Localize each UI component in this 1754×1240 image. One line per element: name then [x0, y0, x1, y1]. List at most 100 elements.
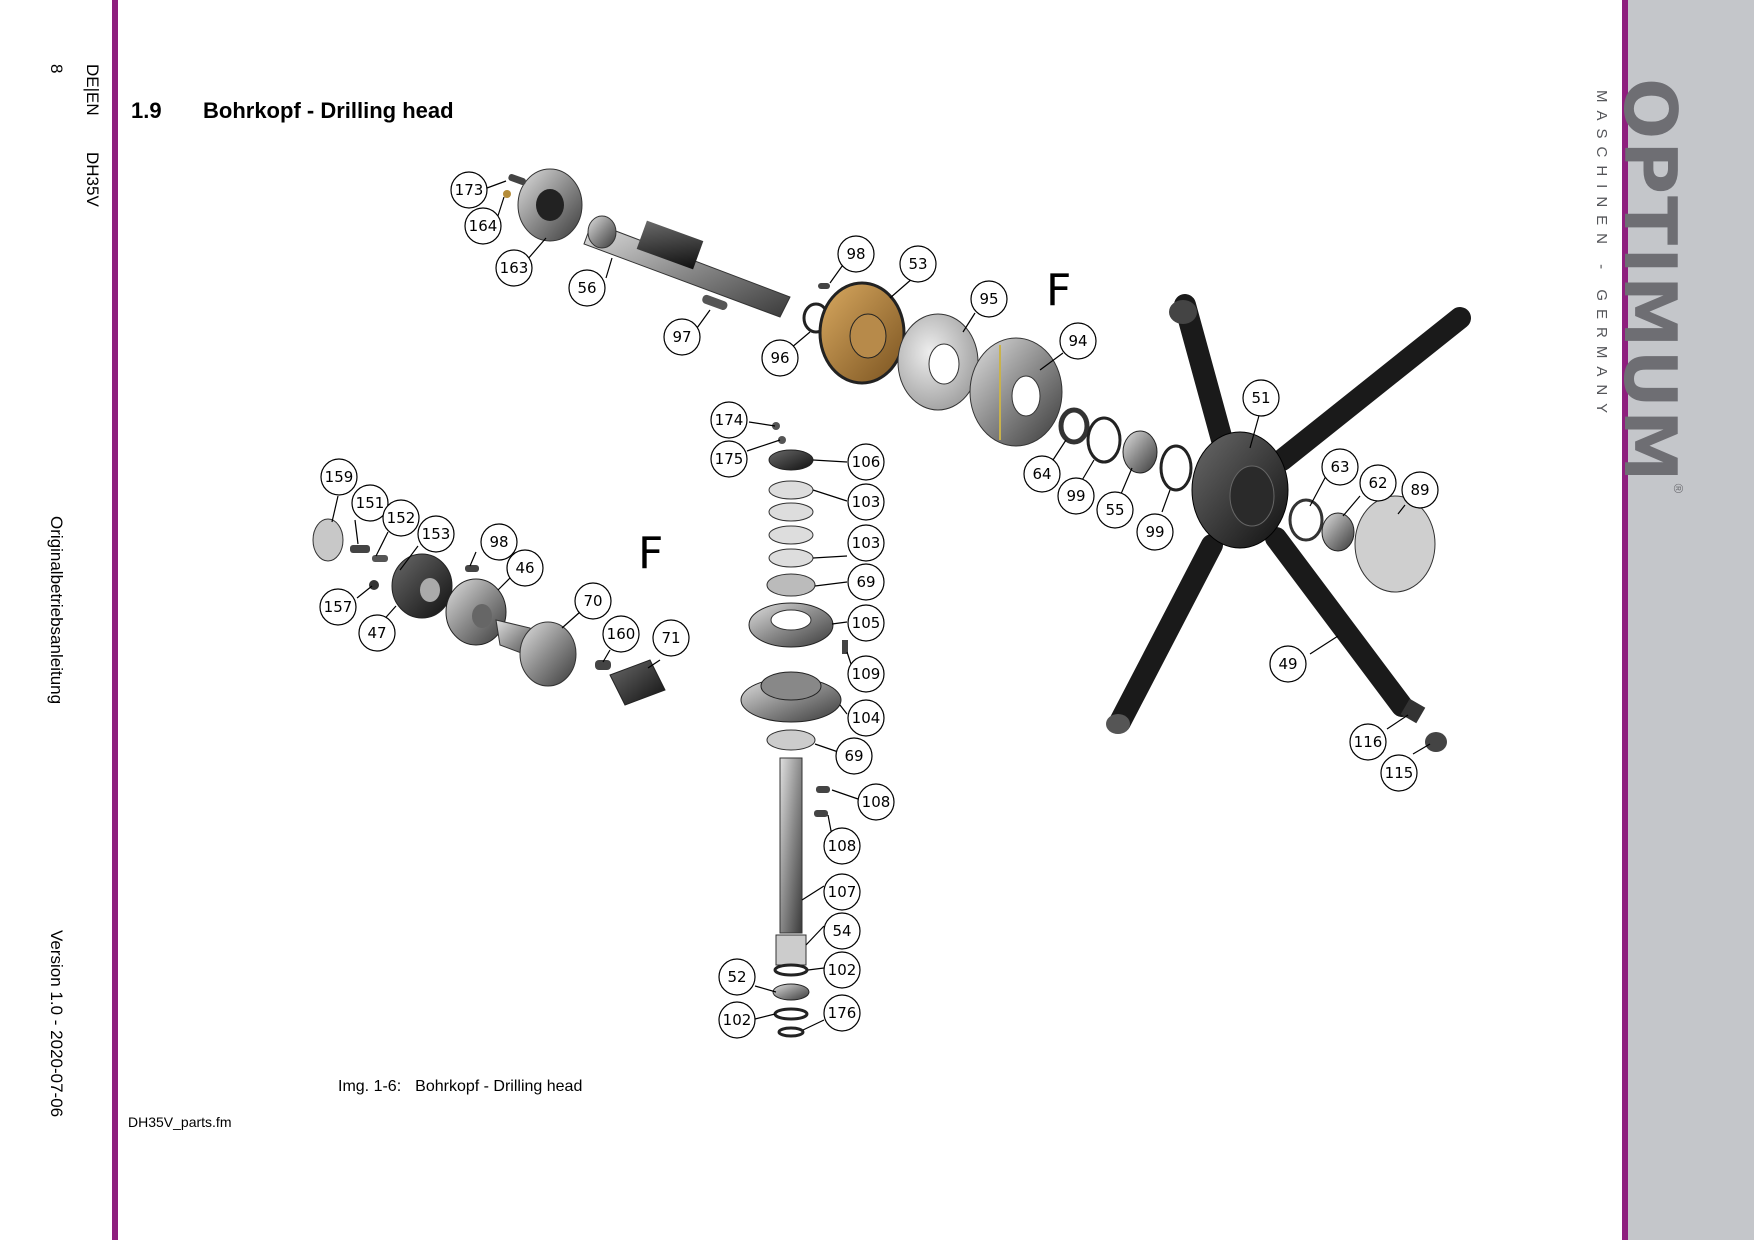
svg-text:52: 52 [727, 968, 746, 986]
callout-152: 152 [382, 499, 420, 537]
svg-text:102: 102 [723, 1011, 752, 1029]
svg-text:104: 104 [852, 709, 881, 727]
callout-51: 51 [1242, 379, 1280, 417]
svg-text:47: 47 [367, 624, 386, 642]
svg-text:55: 55 [1105, 501, 1124, 519]
svg-text:107: 107 [828, 883, 857, 901]
view-letter-f-sub: F [638, 528, 663, 579]
callout-157: 157 [319, 588, 357, 626]
svg-text:96: 96 [770, 349, 789, 367]
callout-52: 52 [718, 958, 756, 996]
callout-95: 95 [970, 280, 1008, 318]
svg-text:95: 95 [979, 290, 998, 308]
svg-text:97: 97 [672, 328, 691, 346]
callout-109: 109 [847, 655, 885, 693]
right-accent-bar [1622, 0, 1628, 1240]
brand-strip [1628, 0, 1754, 1240]
svg-text:108: 108 [862, 793, 891, 811]
pinion-stack [740, 422, 848, 1038]
figure-caption-text: Bohrkopf - Drilling head [415, 1078, 583, 1095]
svg-text:71: 71 [661, 629, 680, 647]
callout-153: 153 [417, 515, 455, 553]
callout-99-a: 99 [1057, 477, 1095, 515]
svg-text:163: 163 [500, 259, 529, 277]
svg-text:94: 94 [1068, 332, 1087, 350]
svg-text:98: 98 [489, 533, 508, 551]
svg-text:49: 49 [1278, 655, 1297, 673]
svg-text:175: 175 [715, 450, 744, 468]
callout-56: 56 [568, 269, 606, 307]
svg-text:108: 108 [828, 837, 857, 855]
svg-text:153: 153 [422, 525, 451, 543]
callout-115: 115 [1380, 754, 1418, 792]
feed-sub-assembly [312, 518, 666, 706]
handwheel-assembly [1106, 294, 1471, 752]
callout-96: 96 [761, 339, 799, 377]
callout-70: 70 [574, 582, 612, 620]
svg-text:151: 151 [356, 494, 385, 512]
footer-filename: DH35V_parts.fm [128, 1114, 232, 1130]
callout-173: 173 [450, 171, 488, 209]
svg-text:98: 98 [846, 245, 865, 263]
callout-98-sub: 98 [480, 523, 518, 561]
callout-102-a: 102 [823, 951, 861, 989]
svg-text:176: 176 [828, 1004, 857, 1022]
callout-62: 62 [1359, 464, 1397, 502]
callout-98-top: 98 [837, 235, 875, 273]
callout-104: 104 [847, 699, 885, 737]
callout-103-b: 103 [847, 524, 885, 562]
callout-99-b: 99 [1136, 513, 1174, 551]
callout-47: 47 [358, 614, 396, 652]
callout-49: 49 [1269, 645, 1307, 683]
svg-text:103: 103 [852, 493, 881, 511]
svg-text:89: 89 [1410, 481, 1429, 499]
callout-163: 163 [495, 249, 533, 287]
section-title: Bohrkopf - Drilling head [203, 98, 454, 123]
callout-69-b: 69 [835, 737, 873, 775]
callout-160: 160 [602, 615, 640, 653]
svg-text:64: 64 [1032, 465, 1051, 483]
svg-text:62: 62 [1368, 474, 1387, 492]
svg-text:164: 164 [469, 217, 498, 235]
svg-text:109: 109 [852, 665, 881, 683]
svg-text:160: 160 [607, 625, 636, 643]
callout-108-a: 108 [857, 783, 895, 821]
svg-text:69: 69 [844, 747, 863, 765]
svg-text:115: 115 [1385, 764, 1414, 782]
svg-text:54: 54 [832, 922, 851, 940]
callout-175: 175 [710, 440, 748, 478]
callout-174: 174 [710, 401, 748, 439]
svg-text:116: 116 [1354, 733, 1383, 751]
svg-text:99: 99 [1145, 523, 1164, 541]
svg-text:102: 102 [828, 961, 857, 979]
svg-text:157: 157 [324, 598, 353, 616]
callout-64: 64 [1023, 455, 1061, 493]
svg-text:99: 99 [1066, 487, 1085, 505]
svg-text:46: 46 [515, 559, 534, 577]
svg-text:69: 69 [856, 573, 875, 591]
callout-63: 63 [1321, 448, 1359, 486]
callout-116: 116 [1349, 723, 1387, 761]
callout-108-b: 108 [823, 827, 861, 865]
svg-text:105: 105 [852, 614, 881, 632]
svg-text:63: 63 [1330, 458, 1349, 476]
callout-97: 97 [663, 318, 701, 356]
figure-label: Img. 1-6: [338, 1078, 402, 1095]
callout-53: 53 [899, 245, 937, 283]
callout-176: 176 [823, 994, 861, 1032]
callout-164: 164 [464, 207, 502, 245]
callout-102-b: 102 [718, 1001, 756, 1039]
callout-103-a: 103 [847, 483, 885, 521]
callout-94: 94 [1059, 322, 1097, 360]
left-accent-bar [112, 0, 118, 1240]
callout-107: 107 [823, 873, 861, 911]
svg-text:106: 106 [852, 453, 881, 471]
callout-54: 54 [823, 912, 861, 950]
spindle-assembly [503, 168, 1193, 492]
svg-text:152: 152 [387, 509, 416, 527]
callout-89: 89 [1401, 471, 1439, 509]
leader-lines [331, 180, 1431, 1031]
callout-151: 151 [351, 484, 389, 522]
